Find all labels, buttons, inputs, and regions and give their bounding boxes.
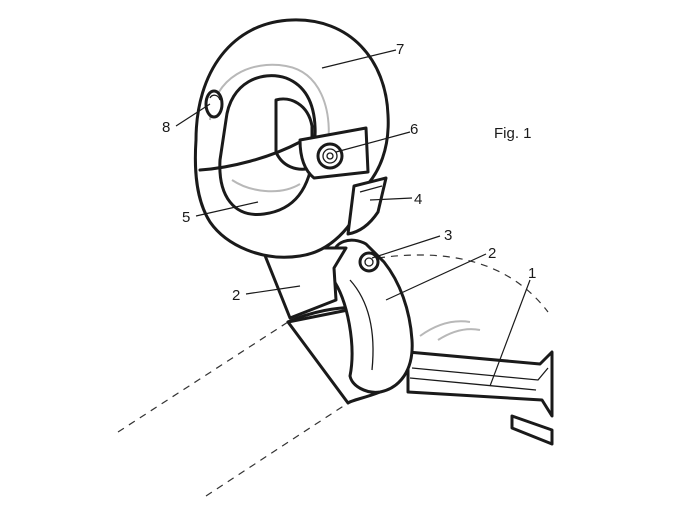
label-4: 4 (414, 191, 422, 208)
neck-part-2 (260, 246, 348, 320)
figure-title: Fig. 1 (494, 125, 532, 142)
label-2-right: 2 (488, 245, 496, 262)
label-7: 7 (396, 41, 404, 58)
label-6: 6 (410, 121, 418, 138)
dashed-outlines (117, 254, 549, 497)
ring-part-7 (193, 18, 390, 259)
label-5: 5 (182, 209, 190, 226)
label-1: 1 (528, 265, 536, 282)
label-2-left: 2 (232, 287, 240, 304)
clamp-part-2 (330, 238, 414, 394)
bracket-part-1 (406, 320, 554, 446)
label-3: 3 (444, 227, 452, 244)
leader-lines (175, 49, 531, 387)
screw-part-6 (316, 142, 344, 170)
label-8: 8 (162, 119, 170, 136)
